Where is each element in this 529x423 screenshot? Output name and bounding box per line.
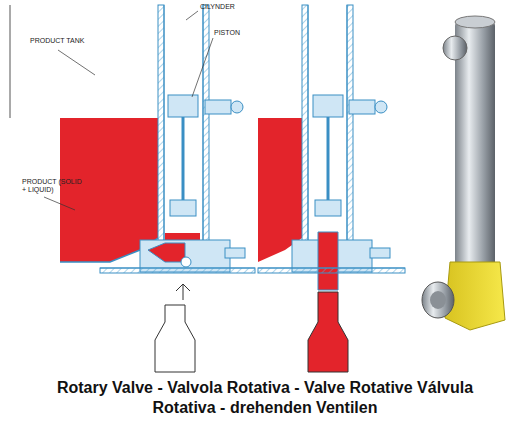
caption: Rotary Valve - Valvola Rotativa - Valve …: [50, 378, 480, 418]
part-label: PRODUCT (SOLID + LIQUID): [22, 178, 84, 195]
section-right: [258, 5, 405, 372]
part-label: PRODUCT TANK: [30, 37, 90, 45]
part-label: PISTON: [214, 29, 254, 37]
valve-render: [422, 16, 505, 330]
part-label: CILYNDER: [200, 3, 250, 11]
section-left: [10, 5, 255, 372]
